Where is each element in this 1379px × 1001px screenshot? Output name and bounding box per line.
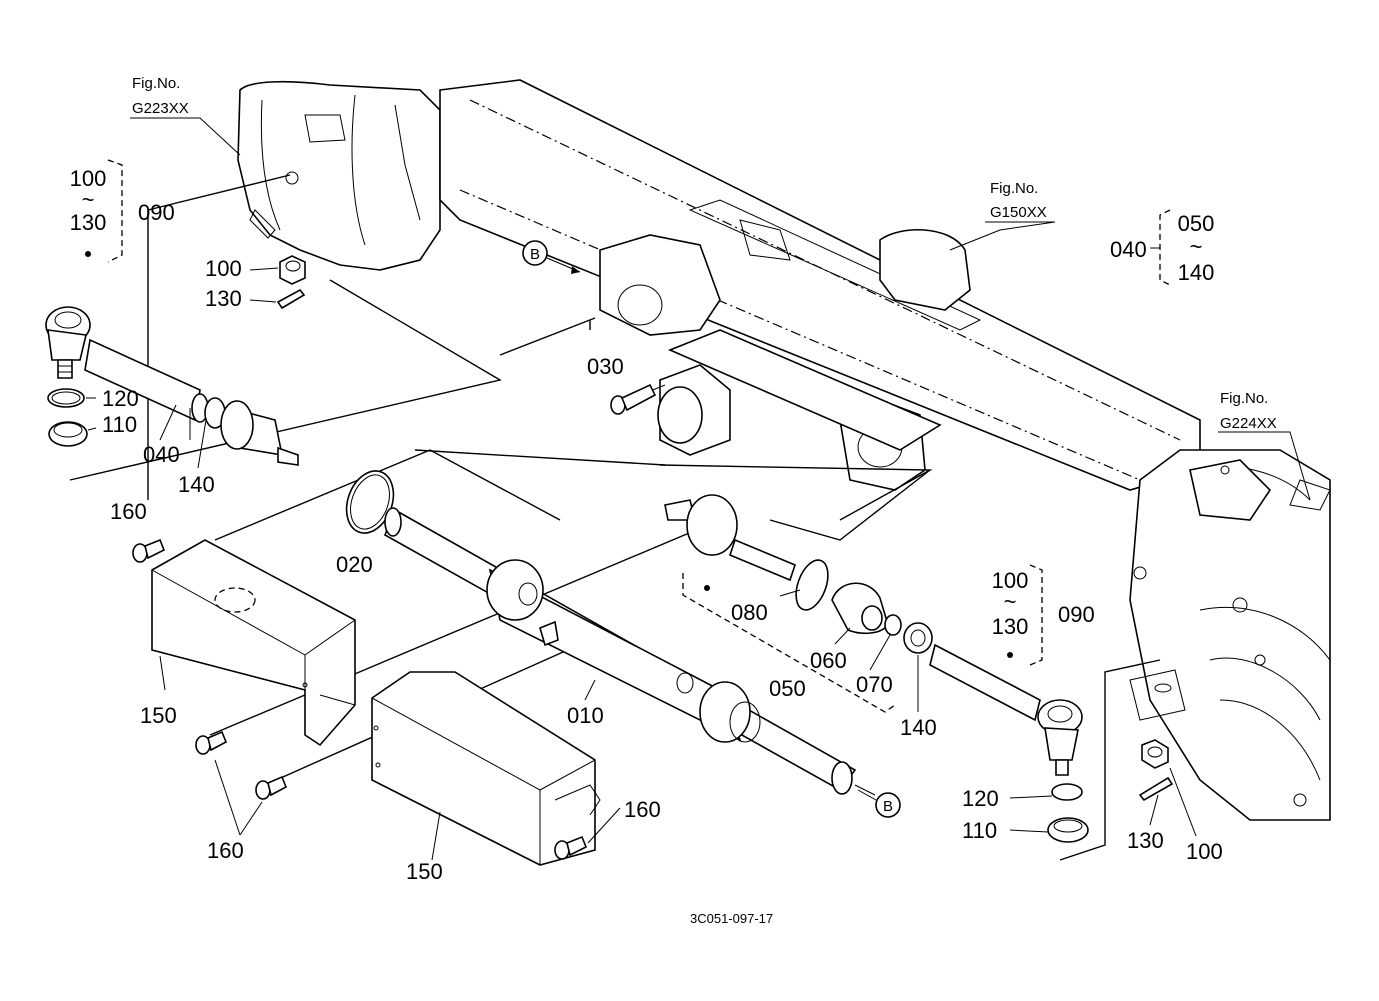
label-080: 080 [731, 600, 768, 625]
leader-lines [69, 117, 1311, 861]
figure-references: Fig.No. G223XX Fig.No. G150XX Fig.No. G2… [132, 75, 1277, 432]
label-130-left: 130 [205, 286, 242, 311]
label-120-left: 120 [102, 386, 139, 411]
label-020: 020 [336, 552, 373, 577]
left-set-tilde: ~ [82, 187, 95, 212]
nut-140-right [903, 622, 933, 654]
assembly-tilde: ~ [1190, 234, 1203, 259]
axle-housing [237, 79, 1331, 821]
right-set-part: 090 [1058, 602, 1095, 627]
part-labels: 100 130 120 110 040 140 020 030 160 150 … [102, 256, 1223, 884]
assembly-part: 040 [1110, 237, 1147, 262]
fig-g224-line1: Fig.No. [1220, 390, 1268, 407]
cylinder-010 [383, 507, 876, 796]
bolt-030 [610, 383, 657, 415]
label-130-right: 130 [1127, 828, 1164, 853]
label-060: 060 [810, 648, 847, 673]
assembly-to: 140 [1178, 260, 1215, 285]
label-010: 010 [567, 703, 604, 728]
label-160-mid: 160 [624, 797, 661, 822]
o-ring-080 [795, 559, 829, 611]
left-inner-joint [191, 393, 299, 466]
group-labels: 100 ~ 130 090 100 ~ 130 090 040 050 ~ 14… [70, 166, 1215, 639]
label-150-left: 150 [140, 703, 177, 728]
left-set-from: 100 [70, 166, 107, 191]
label-040: 040 [143, 442, 180, 467]
label-100-right: 100 [1186, 839, 1223, 864]
inner-ball-joint-050 [664, 494, 796, 591]
marker-b-bottom-text: B [883, 798, 893, 815]
clip-070 [884, 614, 902, 636]
fig-g150-line2: G150XX [990, 204, 1047, 221]
assembly-from: 050 [1178, 211, 1215, 236]
fig-g224-line2: G224XX [1220, 415, 1277, 432]
right-nut-and-pin [1138, 739, 1174, 802]
right-set-from: 100 [992, 568, 1029, 593]
fig-g150-line1: Fig.No. [990, 180, 1038, 197]
cover-150-left [151, 539, 356, 747]
label-140-left: 140 [178, 472, 215, 497]
right-tie-rod-end [929, 643, 1089, 843]
right-set-to: 130 [992, 614, 1029, 639]
right-set-tilde: ~ [1004, 589, 1017, 614]
cover-150-mid [371, 671, 601, 866]
fig-g223-line2: G223XX [132, 100, 189, 117]
label-leaders [159, 267, 1197, 861]
marker-b-top: B [522, 240, 581, 274]
label-030: 030 [587, 354, 624, 379]
left-set-part: 090 [138, 200, 175, 225]
label-110-left: 110 [102, 412, 137, 437]
label-160-top: 160 [110, 499, 147, 524]
boot-060 [831, 582, 889, 635]
diagram-code: 3C051-097-17 [690, 911, 773, 926]
label-050: 050 [769, 676, 806, 701]
snap-ring-020 [345, 470, 395, 534]
marker-b-bottom: B [857, 789, 901, 818]
left-nut-and-pin [276, 255, 306, 310]
label-160-bottom: 160 [207, 838, 244, 863]
label-100-left: 100 [205, 256, 242, 281]
label-110-right: 110 [962, 818, 997, 843]
label-120-right: 120 [962, 786, 999, 811]
left-rings [47, 388, 97, 447]
fig-g223-line1: Fig.No. [132, 75, 180, 92]
marker-b-top-text: B [530, 246, 540, 263]
label-140-right: 140 [900, 715, 937, 740]
label-150-mid: 150 [406, 859, 443, 884]
bolts-160 [132, 538, 621, 860]
label-070: 070 [856, 672, 893, 697]
left-set-to: 130 [70, 210, 107, 235]
left-tie-rod-end [45, 251, 201, 422]
